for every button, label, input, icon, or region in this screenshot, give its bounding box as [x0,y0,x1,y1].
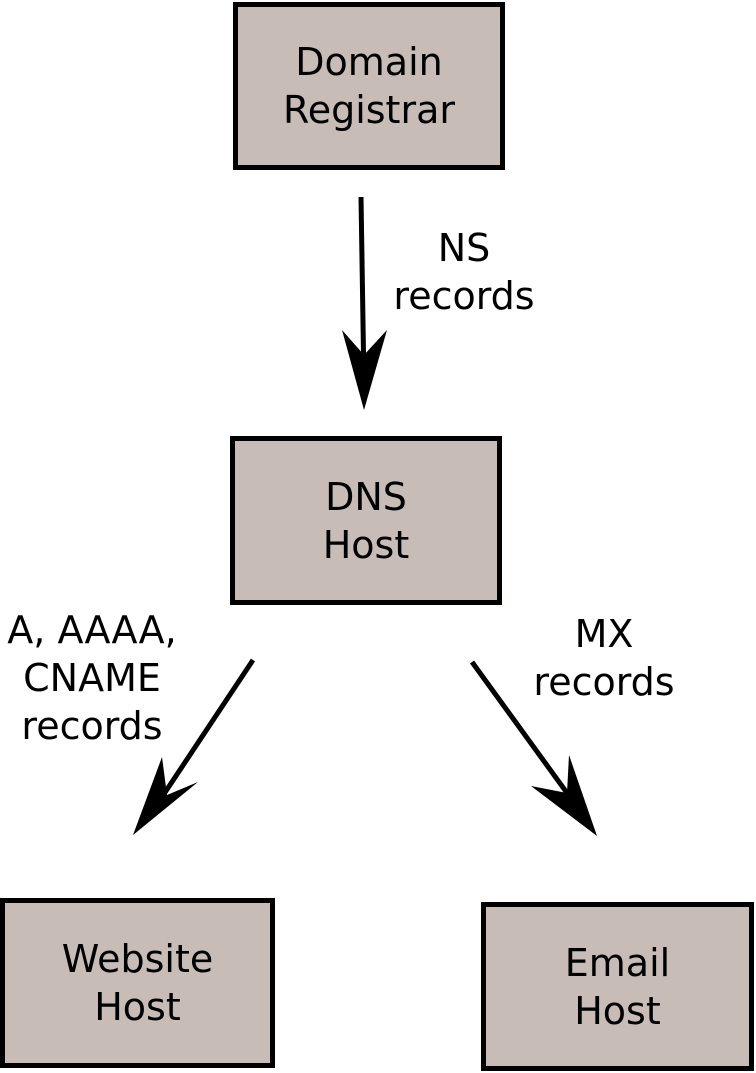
mx-records-label-line2: records [533,660,675,704]
email-host-label-line1: Email [564,940,671,985]
a-aaaa-cname-records-label: A, AAAA, CNAME records [0,606,184,750]
dns-host-label-line1: DNS [325,474,407,519]
website-host-box: Website Host [0,898,275,1068]
mx-records-arrow [469,660,597,836]
domain-registrar-box: Domain Registrar [233,2,505,170]
email-host-label-line2: Host [574,988,661,1033]
domain-registrar-label-line2: Registrar [283,88,455,132]
a-records-label-line2: CNAME [23,656,161,700]
website-host-label-line1: Website [61,937,214,981]
ns-records-label-line2: records [393,274,535,318]
a-records-arrow [133,658,256,835]
ns-records-label-line1: NS [437,226,491,270]
a-records-label-line3: records [21,704,163,748]
domain-registrar-label-line1: Domain [295,40,443,84]
ns-records-label: NS records [384,224,544,320]
website-host-label-line2: Host [94,985,181,1029]
ns-records-arrow [342,196,387,410]
dns-host-label-line2: Host [322,522,410,567]
email-host-box: Email Host [481,902,754,1071]
mx-records-label: MX records [524,610,684,706]
mx-records-label-line1: MX [574,612,634,656]
dns-host-box: DNS Host [230,436,502,605]
a-records-label-line1: A, AAAA, [7,608,177,652]
